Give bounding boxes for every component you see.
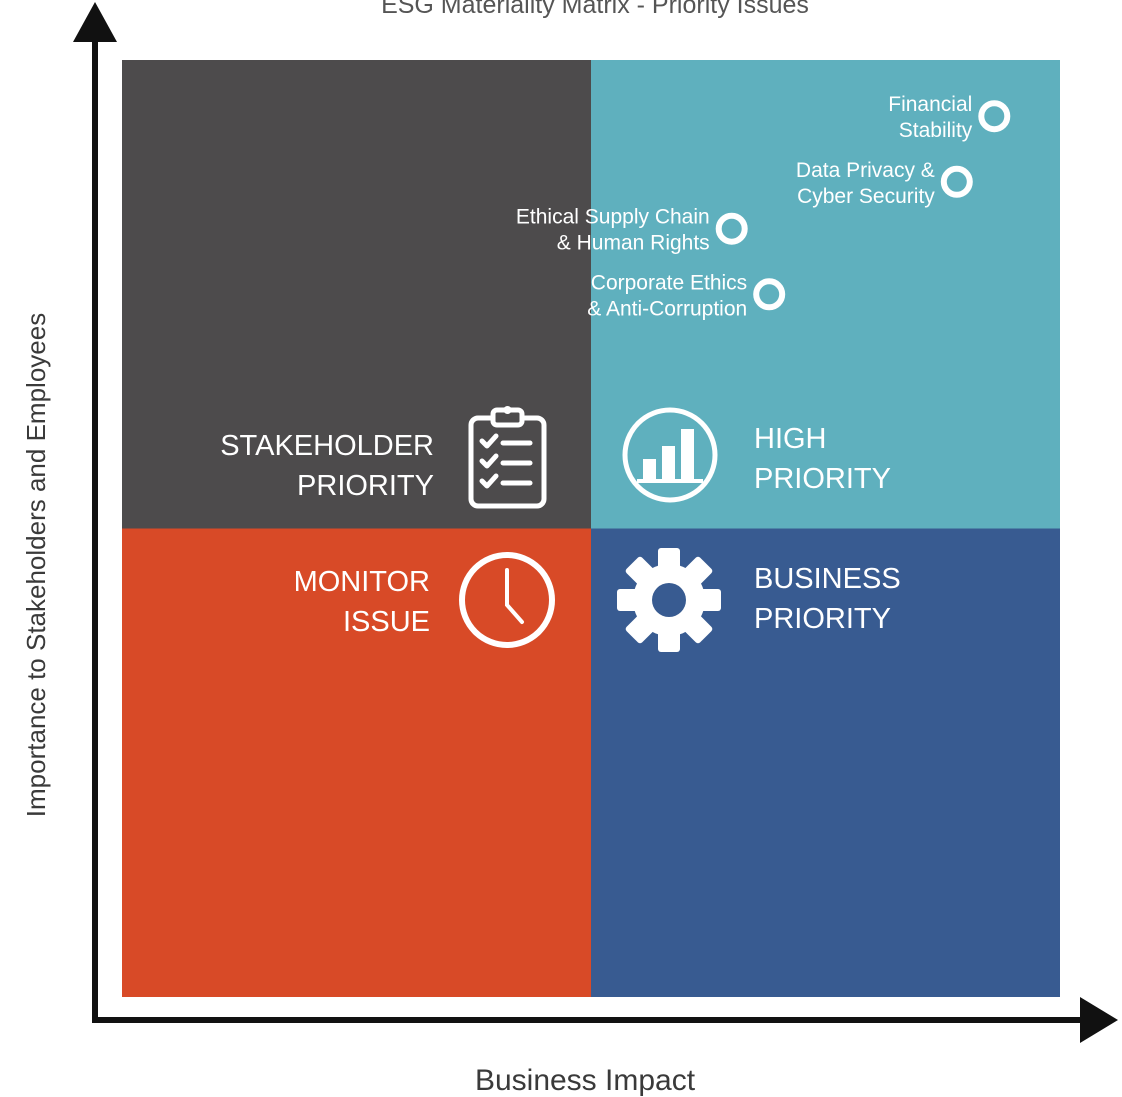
quadrant-business-label-line: PRIORITY [754, 603, 891, 635]
issue-point-marker [753, 278, 786, 311]
quadrant-monitor-label: MONITOR ISSUE [294, 566, 430, 638]
issue-point-label-line: Stability [899, 119, 973, 142]
quadrant-stakeholder-label-line: PRIORITY [297, 470, 434, 502]
quadrant-stakeholder-priority [122, 60, 591, 529]
clock-icon [459, 552, 555, 648]
issue-point-label-line: Cyber Security [797, 185, 935, 208]
issue-point-label: Corporate Ethics & Anti-Corruption [587, 271, 747, 320]
issue-point-marker [715, 212, 748, 245]
quadrant-monitor-label-line: ISSUE [343, 606, 430, 638]
issue-point-label-line: & Human Rights [557, 232, 710, 255]
chart-title: ESG Materiality Matrix - Priority Issues [381, 0, 809, 19]
y-axis-arrow-icon [73, 2, 117, 42]
quadrant-high-label-line: PRIORITY [754, 463, 891, 495]
quadrant-business-label-line: BUSINESS [754, 563, 901, 595]
issue-point-marker [978, 100, 1011, 133]
quadrant-monitor-issue [122, 528, 591, 997]
quadrant-stakeholder-label-line: STAKEHOLDER [220, 430, 434, 462]
issue-point-label-line: Ethical Supply Chain [516, 206, 710, 229]
x-axis-label: Business Impact [475, 1064, 696, 1097]
quadrant-stakeholder-label: STAKEHOLDER PRIORITY [220, 430, 434, 502]
quadrant-high-label-line: HIGH [754, 423, 827, 455]
clipboard-checklist-icon [468, 406, 547, 509]
issue-point-label-line: Financial [888, 93, 972, 116]
issue-point-label-line: & Anti-Corruption [587, 297, 747, 320]
bar-chart-icon [622, 407, 718, 503]
issue-point-label-line: Corporate Ethics [591, 271, 747, 294]
y-axis-label: Importance to Stakeholders and Employees [21, 313, 51, 817]
x-axis-arrow-icon [1080, 997, 1118, 1043]
issue-point-label: Data Privacy & Cyber Security [796, 159, 935, 208]
quadrant-business-label: BUSINESS PRIORITY [754, 563, 901, 635]
issue-point-label-line: Data Privacy & [796, 159, 935, 182]
quadrant-monitor-label-line: MONITOR [294, 566, 430, 598]
gear-icon [617, 548, 721, 652]
quadrant-high-label: HIGH PRIORITY [754, 423, 891, 495]
issue-point-label: Ethical Supply Chain & Human Rights [516, 206, 710, 255]
issue-point-marker [940, 165, 973, 198]
